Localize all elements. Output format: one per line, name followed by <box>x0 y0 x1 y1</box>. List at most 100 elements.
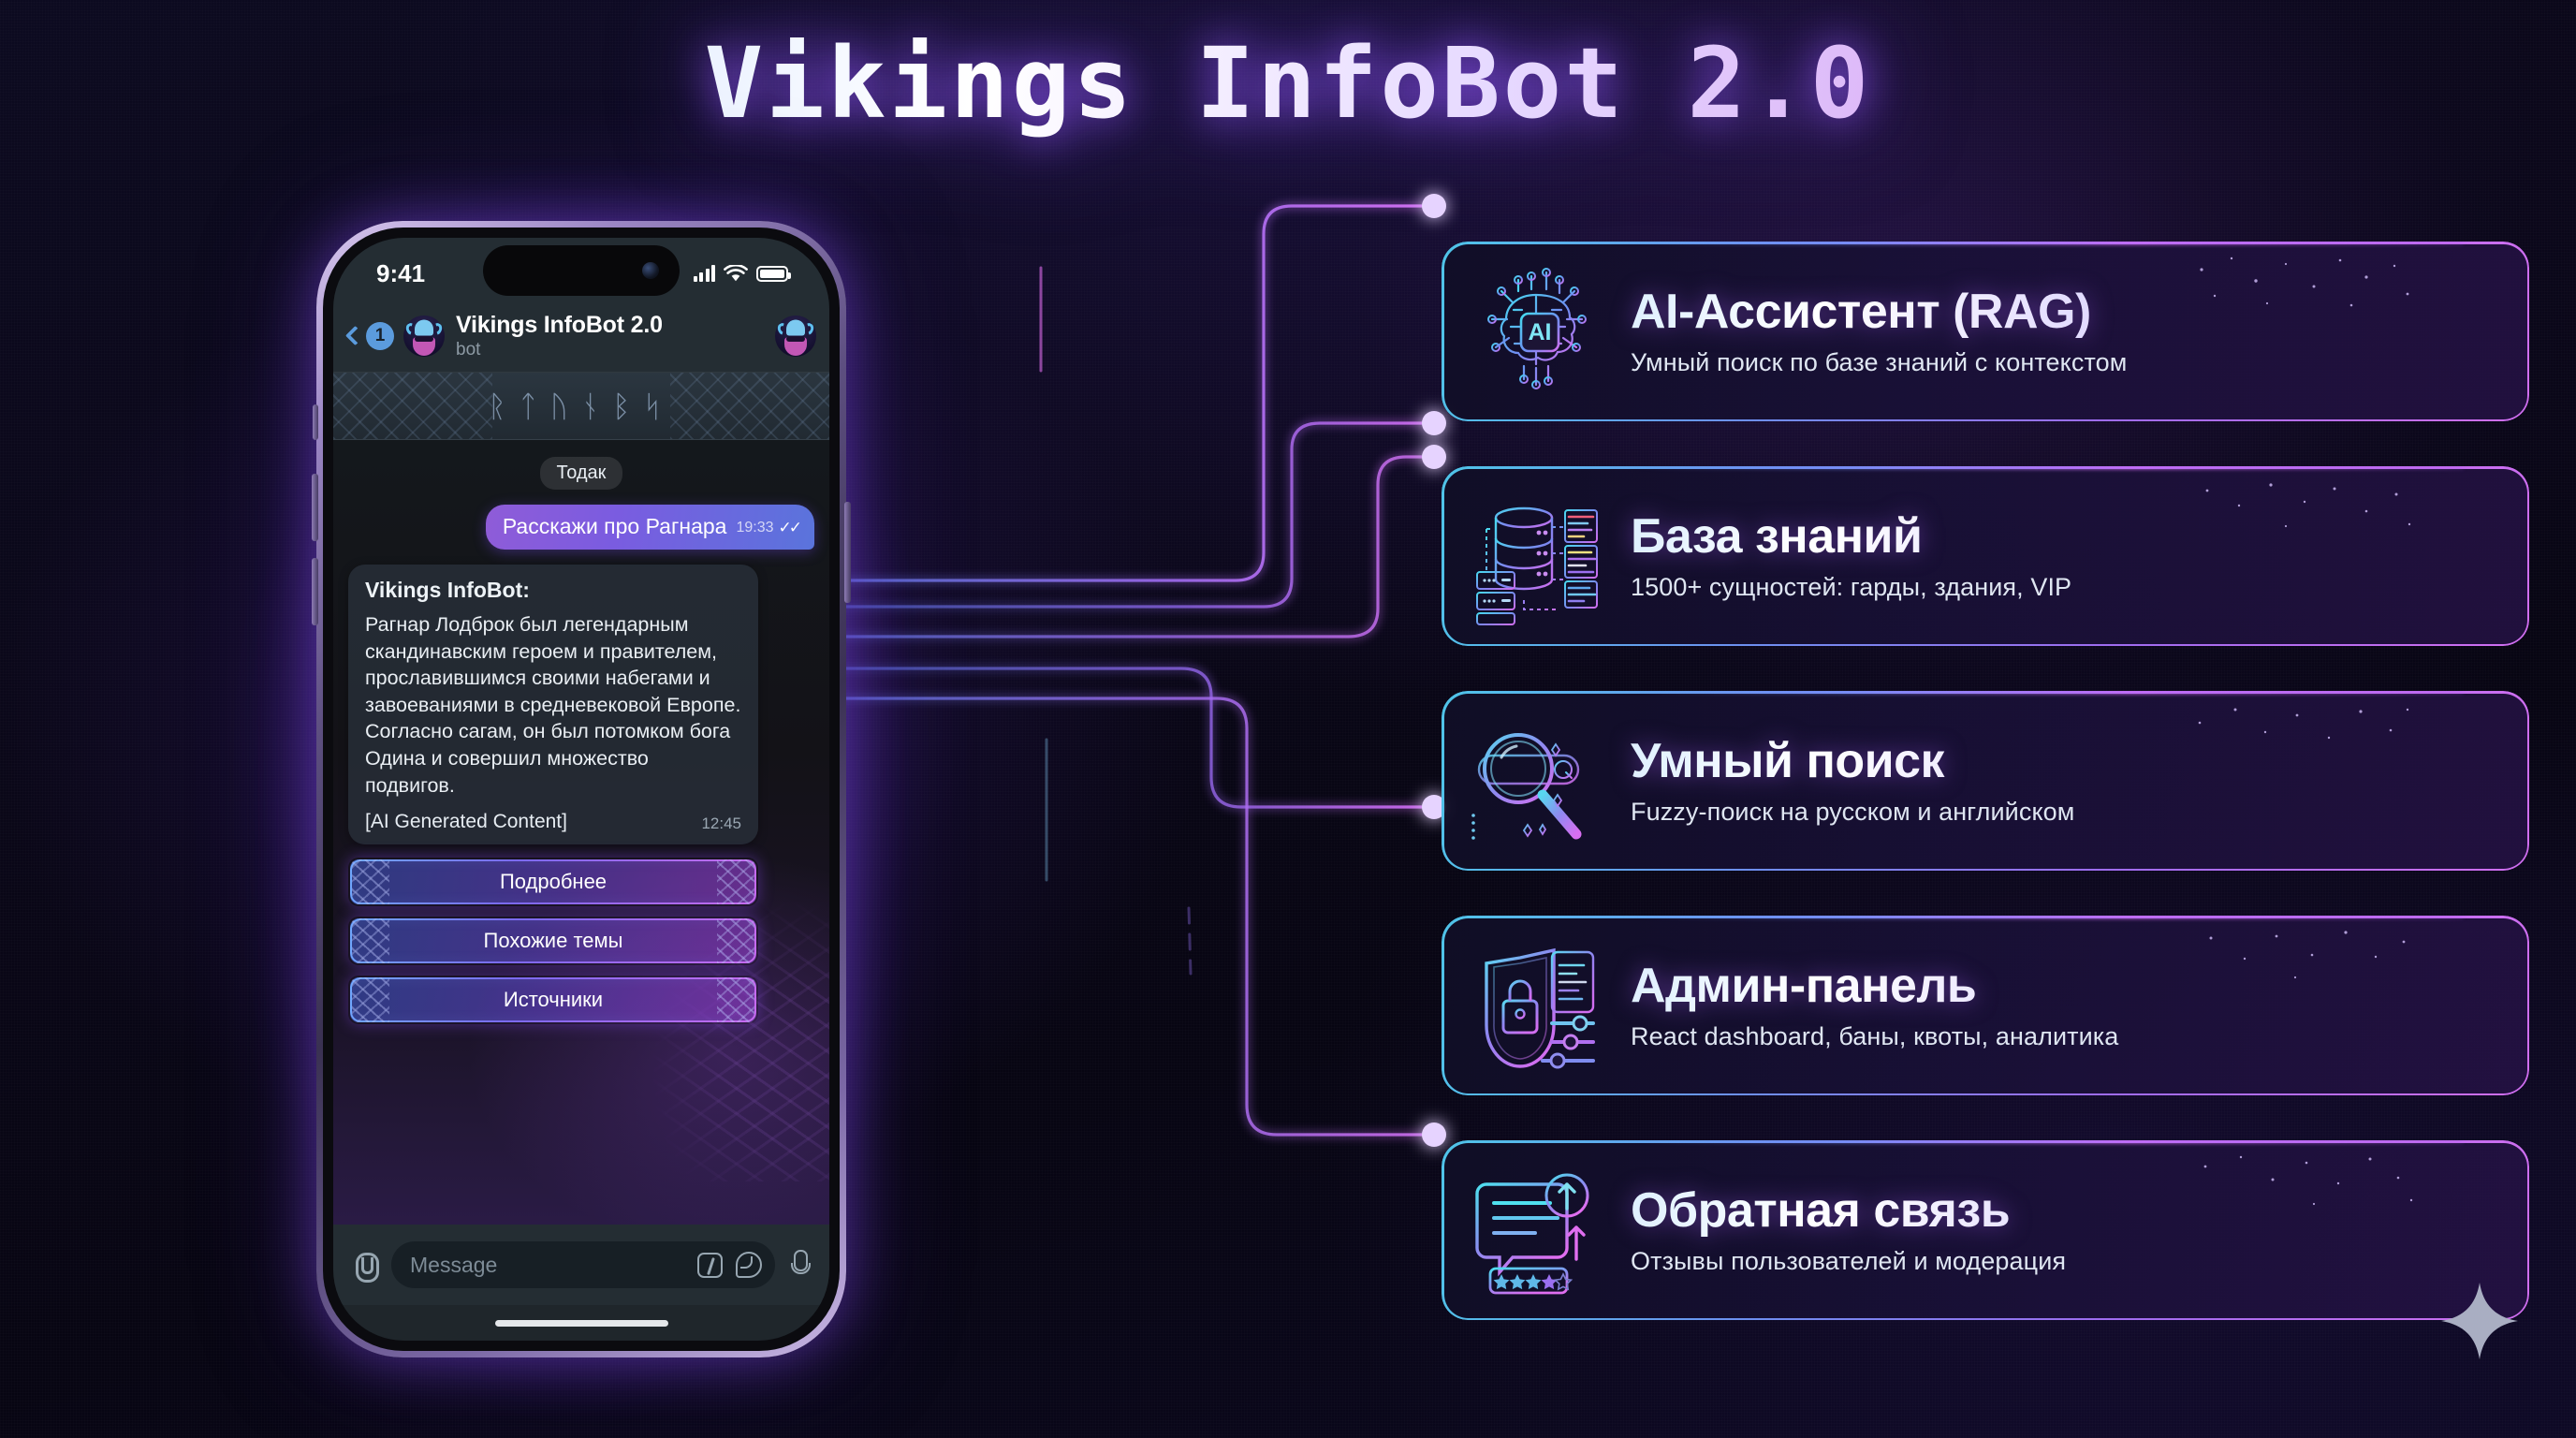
card-title: База знаний <box>1631 510 2497 563</box>
celtic-knot-icon <box>352 977 389 1023</box>
message-input-bar: Message <box>333 1225 829 1305</box>
card-top-glow <box>1637 466 2465 469</box>
celtic-knot-icon <box>717 977 754 1023</box>
paperclip-icon[interactable] <box>352 1251 379 1283</box>
celtic-knot-icon-right <box>670 373 829 439</box>
svg-text:AI: AI <box>1529 319 1552 345</box>
database-server-icon <box>1466 486 1606 626</box>
silent-switch[interactable] <box>313 404 318 440</box>
mustache-icon <box>415 335 433 342</box>
chevron-left-icon <box>344 325 366 346</box>
chat-subtitle: bot <box>456 339 481 360</box>
message-input[interactable]: Message <box>391 1241 775 1288</box>
phone-bezel: 9:41 <box>323 227 840 1351</box>
celtic-knot-icon-left <box>333 373 492 439</box>
battery-icon <box>756 265 791 282</box>
feature-card-smart-search[interactable]: Умный поиск Fuzzy-поиск на русском и анг… <box>1442 691 2529 871</box>
power-button[interactable] <box>844 502 851 603</box>
rune-text: ᚱᛏᚢᚾᛒᛋ <box>488 388 675 424</box>
magnifier-search-icon <box>1466 711 1606 851</box>
sticker-icon[interactable] <box>736 1252 762 1278</box>
celtic-knot-icon <box>717 859 754 905</box>
card-texts: Обратная связь Отзывы пользователей и мо… <box>1631 1184 2497 1275</box>
status-icons <box>693 264 791 283</box>
inline-button-label: Подробнее <box>499 870 607 894</box>
card-top-glow <box>1637 916 2465 918</box>
phone-screen: 9:41 <box>333 238 829 1341</box>
feedback-chat-stars-icon <box>1466 1160 1606 1300</box>
inline-button-sources[interactable]: Источники <box>348 976 758 1024</box>
card-texts: Умный поиск Fuzzy-поиск на русском и анг… <box>1631 735 2497 826</box>
bot-message-footer: [AI Generated Content] 12:45 <box>365 811 741 833</box>
microphone-icon[interactable] <box>788 1250 811 1280</box>
chat-header: 1 Vikings InfoBot 2.0 bot <box>333 300 829 373</box>
celtic-knot-icon <box>352 859 389 905</box>
cellular-bars-icon <box>693 265 715 282</box>
user-message-bubble[interactable]: Расскажи про Рагнара 19:33 ✓✓ <box>485 505 814 550</box>
double-check-icon: ✓✓ <box>778 519 802 536</box>
shield-lock-icon <box>1466 935 1606 1076</box>
status-time: 9:41 <box>376 258 426 287</box>
chat-title-block: Vikings InfoBot 2.0 bot <box>456 312 766 360</box>
user-message-time: 19:33 <box>736 520 774 536</box>
rune-banner: ᚱᛏᚢᚾᛒᛋ <box>333 373 829 440</box>
card-title: Обратная связь <box>1631 1184 2497 1237</box>
card-subtitle: 1500+ сущностей: гарды, здания, VIP <box>1631 572 2072 601</box>
feature-card-knowledge-base[interactable]: База знаний 1500+ сущностей: гарды, здан… <box>1442 466 2529 646</box>
home-indicator-bar <box>333 1305 829 1341</box>
mustache-icon <box>786 335 805 342</box>
user-message-meta: 19:33 ✓✓ <box>736 519 802 539</box>
ai-generated-tag: [AI Generated Content] <box>365 811 567 833</box>
feature-card-ai-assistant[interactable]: AI AI-Ассистент (RAG) Умный поиск по баз… <box>1442 242 2529 421</box>
card-texts: База знаний 1500+ сущностей: гарды, здан… <box>1631 510 2497 601</box>
phone-mockup: 9:41 <box>251 165 912 1414</box>
feature-cards-list: AI AI-Ассистент (RAG) Умный поиск по баз… <box>1442 242 2529 1365</box>
feature-card-feedback[interactable]: Обратная связь Отзывы пользователей и мо… <box>1442 1140 2529 1320</box>
helmet-icon <box>786 319 805 336</box>
celtic-knot-icon <box>717 918 754 964</box>
helmet-icon <box>415 319 433 336</box>
card-title: Умный поиск <box>1631 735 2497 787</box>
feature-card-admin-panel[interactable]: Админ-панель React dashboard, баны, квот… <box>1442 916 2529 1095</box>
wifi-icon <box>724 264 748 281</box>
card-top-glow <box>1637 691 2465 694</box>
inline-button-label: Источники <box>503 988 604 1012</box>
card-subtitle: Умный поиск по базе знаний с контекстом <box>1631 347 2128 376</box>
phone-frame: 9:41 <box>312 221 851 1357</box>
ai-brain-chip-icon: AI <box>1466 261 1606 402</box>
chat-body[interactable]: Тодак Расскажи про Рагнара 19:33 ✓✓ Viki… <box>333 440 829 1225</box>
viking-avatar-right[interactable] <box>775 315 816 357</box>
inline-button-details[interactable]: Подробнее <box>348 858 758 906</box>
card-title: AI-Ассистент (RAG) <box>1631 286 2497 338</box>
card-subtitle: Fuzzy-поиск на русском и английском <box>1631 797 2075 826</box>
card-top-glow <box>1637 242 2465 244</box>
card-texts: Админ-панель React dashboard, баны, квот… <box>1631 960 2497 1050</box>
beard-icon <box>413 337 435 357</box>
bot-message-time: 12:45 <box>701 814 741 833</box>
four-point-star-icon <box>2441 1283 2518 1359</box>
celtic-knot-icon <box>352 918 389 964</box>
volume-down-button[interactable] <box>312 558 318 625</box>
unread-badge: 1 <box>366 321 394 350</box>
back-button[interactable]: 1 <box>343 321 394 350</box>
date-chip: Тодак <box>539 457 623 490</box>
home-indicator[interactable] <box>494 1319 668 1327</box>
user-message-text: Расскажи про Рагнара <box>502 514 727 538</box>
card-top-glow <box>1637 1140 2465 1143</box>
bot-message-bubble[interactable]: Vikings InfoBot: Рагнар Лодброк был леге… <box>348 565 758 845</box>
bot-message-name: Vikings InfoBot: <box>365 578 530 602</box>
bot-message-text: Рагнар Лодброк был легендарным скандинав… <box>365 613 741 797</box>
chat-name: Vikings InfoBot 2.0 <box>456 311 663 338</box>
page-title: Vikings InfoBot 2.0 <box>0 26 2576 140</box>
card-title: Админ-панель <box>1631 960 2497 1012</box>
slash-command-icon[interactable] <box>697 1252 723 1278</box>
inline-button-similar-topics[interactable]: Похожие темы <box>348 917 758 965</box>
inline-button-label: Похожие темы <box>483 929 623 953</box>
connector-lines <box>824 184 1446 1147</box>
inline-keyboard: Подробнее Похожие темы Источники <box>348 858 758 1024</box>
beard-icon <box>784 337 807 357</box>
volume-up-button[interactable] <box>312 474 318 541</box>
viking-avatar[interactable] <box>403 315 445 357</box>
message-input-placeholder: Message <box>410 1252 498 1277</box>
status-bar: 9:41 <box>333 238 829 300</box>
